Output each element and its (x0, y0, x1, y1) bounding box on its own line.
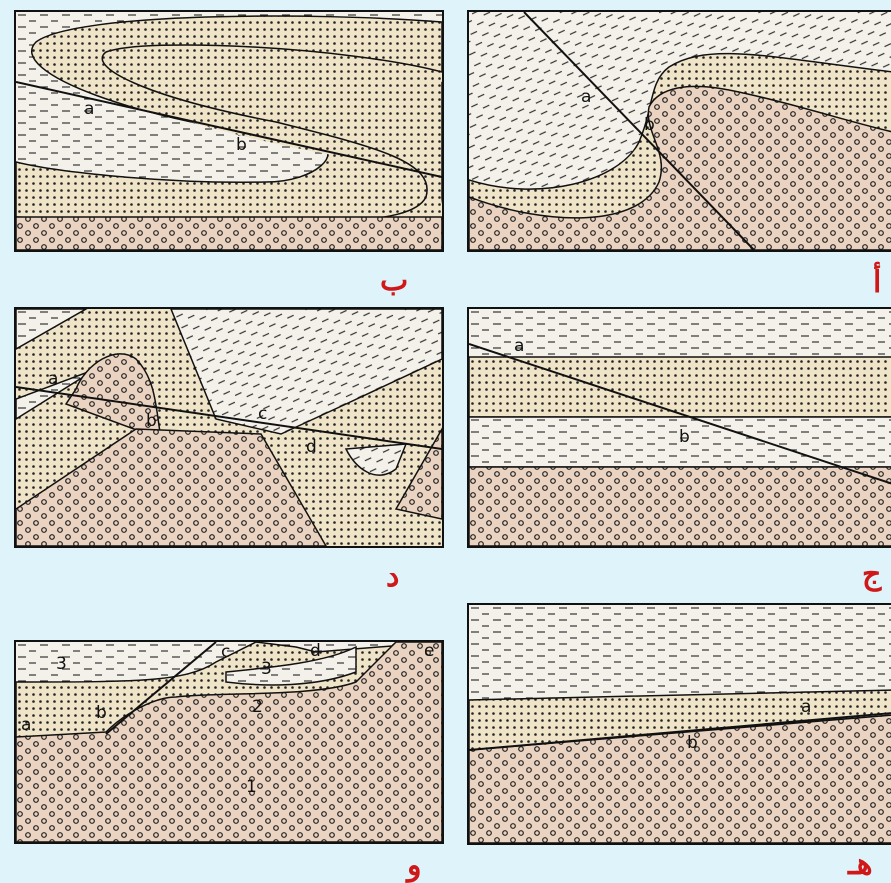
panel-b-label-b: b (236, 135, 247, 155)
panel-f-caption: و (407, 851, 422, 881)
panel-c-label-b: b (679, 427, 690, 447)
panel-f-label-d: d (310, 642, 321, 661)
panel-b-label-a: a (84, 99, 94, 119)
panel-c-caption: ج (862, 560, 881, 590)
panel-a-label-b: b (644, 115, 655, 135)
panel-e-label-b: b (687, 733, 698, 753)
panel-a-label-a: a (581, 87, 591, 107)
panel-c: a b (467, 307, 891, 548)
panel-f-diagram: a b c d e 1 2 3 2 3 (16, 642, 442, 842)
panel-c-label-a: a (514, 336, 524, 356)
panel-f-label-a: a (21, 715, 31, 735)
panel-f-label-3: 3 (56, 654, 67, 674)
panel-d-label-c: c (258, 404, 267, 424)
panel-f-label-2: 2 (252, 697, 263, 717)
panel-f-label-1: 1 (246, 777, 257, 797)
panel-f-label-c: c (221, 642, 230, 662)
panel-f-label-b: b (96, 703, 107, 723)
panel-a-diagram: a b (469, 12, 891, 250)
panel-f: a b c d e 1 2 3 2 3 (14, 640, 444, 844)
panel-d: a b c d (14, 307, 444, 548)
panel-f-label-3-mid: 3 (261, 659, 272, 679)
panel-d-diagram: a b c d (16, 309, 442, 546)
panel-f-label-e: e (424, 642, 434, 661)
panel-a: a b (467, 10, 891, 252)
panel-e-label-a: a (801, 697, 811, 717)
panel-b-caption: ب (380, 266, 408, 296)
panel-a-caption: أ (873, 268, 881, 298)
panel-f-label-2-top: 2 (274, 642, 285, 645)
panel-b-diagram: a b (16, 12, 442, 250)
panel-e-caption: هـ (848, 850, 873, 880)
panel-d-label-b: b (146, 411, 157, 431)
panel-c-diagram: a b (469, 309, 891, 546)
panel-b: a b (14, 10, 444, 252)
panel-d-label-a: a (48, 369, 58, 389)
panel-d-caption: د (386, 562, 399, 592)
panel-e: a b (467, 603, 891, 845)
panel-d-label-d: d (306, 437, 317, 457)
panel-e-diagram: a b (469, 605, 891, 843)
